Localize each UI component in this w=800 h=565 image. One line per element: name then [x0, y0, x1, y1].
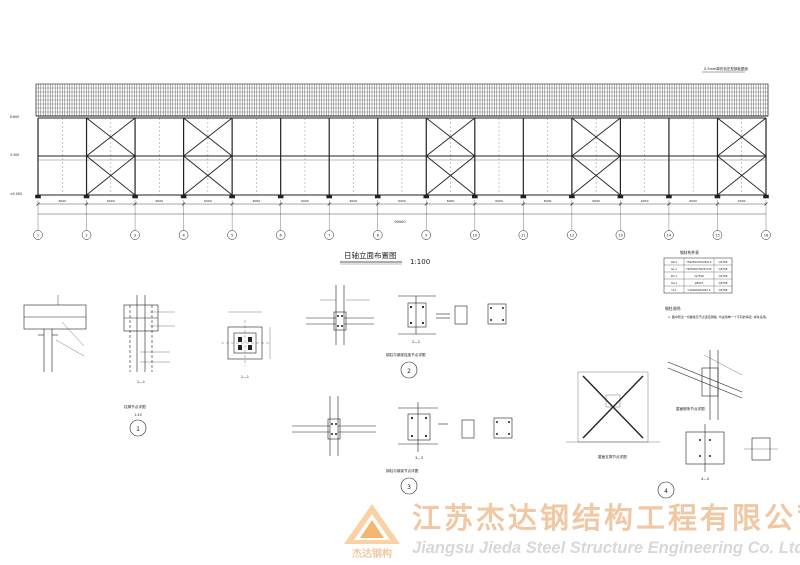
grid-bubble-label: 2: [85, 234, 87, 238]
bay-dimension: 6000: [204, 199, 212, 203]
notes-line: 1. 图中所注一切螺栓及节点连接钢板, 均采用单一个不同的焊接, 焊条采用。: [668, 314, 769, 319]
grid-bubble-label: 9: [425, 234, 428, 238]
table-title: 钢材构件表: [680, 250, 699, 255]
anchor-bolts: [238, 337, 252, 350]
bay-dimension: 6000: [58, 199, 66, 203]
table-cell: φ89X3: [695, 281, 704, 285]
detail-number: 3: [407, 484, 411, 491]
detail-1-title: 柱脚节点详图: [124, 404, 146, 409]
grid-bubble-label: 1: [37, 234, 39, 238]
grid-bubble-label: 4: [182, 234, 185, 238]
grid-bubble-label: 16: [764, 234, 769, 238]
table-cell: Q235B: [719, 267, 728, 271]
table-cell: GL-1: [671, 267, 677, 271]
bay-dimension: 6000: [301, 199, 309, 203]
elevation-frame: [35, 117, 769, 199]
grid-bubble-label: 13: [618, 234, 623, 238]
elevation-mark: 3.300: [10, 153, 19, 157]
detail-4-title: 屋面檩条节点详图: [676, 406, 705, 411]
detail-3-title: 钢柱与钢梁节点详图: [386, 468, 419, 473]
elevation-marks: 6.600 3.300 ±0.000: [10, 115, 22, 196]
grid-bubble-label: 7: [328, 234, 330, 238]
bay-dimension: 6000: [544, 199, 552, 203]
table-cell: HW250X250X9X14: [687, 260, 712, 264]
roof-note: 0.5mm厚彩色压型钢板屋面: [704, 66, 748, 71]
logo-text: 杰达钢构: [352, 549, 392, 560]
company-logo: [340, 500, 404, 560]
grid-bubble-label: 11: [521, 234, 526, 238]
dimension-lines: 6000 6000 6000 6000 6000 6000 6000 6000 6000 6000…: [36, 199, 768, 218]
bay-dimension: 6000: [592, 199, 600, 203]
bay-dimension: 6000: [253, 199, 261, 203]
bay-dimension: 6000: [156, 199, 164, 203]
grid-bubble-label: 3: [134, 234, 136, 238]
detail-1-scale: 1:10: [134, 413, 142, 417]
detail-1: [23, 295, 175, 437]
detail-number: 2: [407, 368, 411, 375]
bracing-title: 屋面支撑节点详图: [598, 454, 627, 459]
table-cell: Q235B: [719, 288, 728, 292]
bay-dimension: 6000: [447, 199, 455, 203]
bay-dimension: 6000: [641, 199, 649, 203]
main-title: 日轴立面布置图: [344, 250, 397, 260]
detail-number: 4: [664, 488, 668, 495]
bay-dimension: 6000: [495, 199, 503, 203]
grid-bubble-label: 10: [473, 234, 478, 238]
detail-number: 1: [136, 426, 140, 433]
detail-2: [306, 285, 507, 379]
bolt-dots: [337, 305, 504, 327]
bay-dimension: 6000: [107, 199, 115, 203]
base-plate-plan: [221, 311, 271, 366]
bolt-dots-3: [331, 416, 510, 438]
table-cell: ZC-1: [671, 274, 678, 278]
bolt-dots-4: [699, 439, 711, 457]
table-cell: HN300X150X6.5X9: [687, 267, 712, 271]
section-mark: 1—1: [137, 380, 145, 384]
table-cell: Q235B: [719, 260, 728, 264]
section-mark: 2—2: [412, 340, 420, 344]
detail-4: [657, 350, 778, 499]
total-dimension: 90000: [394, 220, 405, 224]
bay-dimension: 6000: [689, 199, 697, 203]
section-mark: 1—1: [241, 375, 249, 379]
grid-bubble-label: 15: [715, 234, 720, 238]
grid-bubble-label: 5: [231, 234, 233, 238]
detail-2-title: 钢柱与钢梁连接节点详图: [386, 352, 426, 357]
company-name-cn: 江苏杰达钢结构工程有限公司: [412, 501, 800, 535]
grid-bubble-label: 8: [377, 234, 380, 238]
bay-dimension: 6000: [398, 199, 406, 203]
grid-bubble-label: 14: [667, 234, 672, 238]
table-cell: LT-1: [671, 288, 676, 292]
bay-dimension: 6000: [738, 199, 746, 203]
company-name-en: Jiangsu Jieda Steel Structure Engineerin…: [412, 539, 800, 557]
table-cell: 2L75X6: [694, 274, 704, 278]
table-cell: Q235B: [719, 274, 728, 278]
roof-tiles: [35, 83, 769, 117]
notes-title: 钢柱说明:: [665, 306, 681, 311]
grid-bubble-label: 12: [570, 234, 575, 238]
table-cell: XG-1: [671, 281, 678, 285]
main-scale: 1:100: [410, 258, 430, 266]
table-cell: Q235B: [719, 281, 728, 285]
detail-3: [292, 396, 513, 495]
elevation-mark: 6.600: [10, 115, 19, 119]
table-cell: C160X60X20X2.5: [688, 288, 711, 292]
bracing-panel: [566, 371, 660, 443]
table-cell: GZ-1: [671, 260, 678, 264]
bay-dimension: 6000: [350, 199, 358, 203]
elevation-mark: ±0.000: [10, 192, 22, 196]
grid-bubble-label: 6: [280, 234, 283, 238]
section-mark: 4—4: [701, 477, 709, 481]
section-mark: 3—3: [415, 456, 423, 460]
